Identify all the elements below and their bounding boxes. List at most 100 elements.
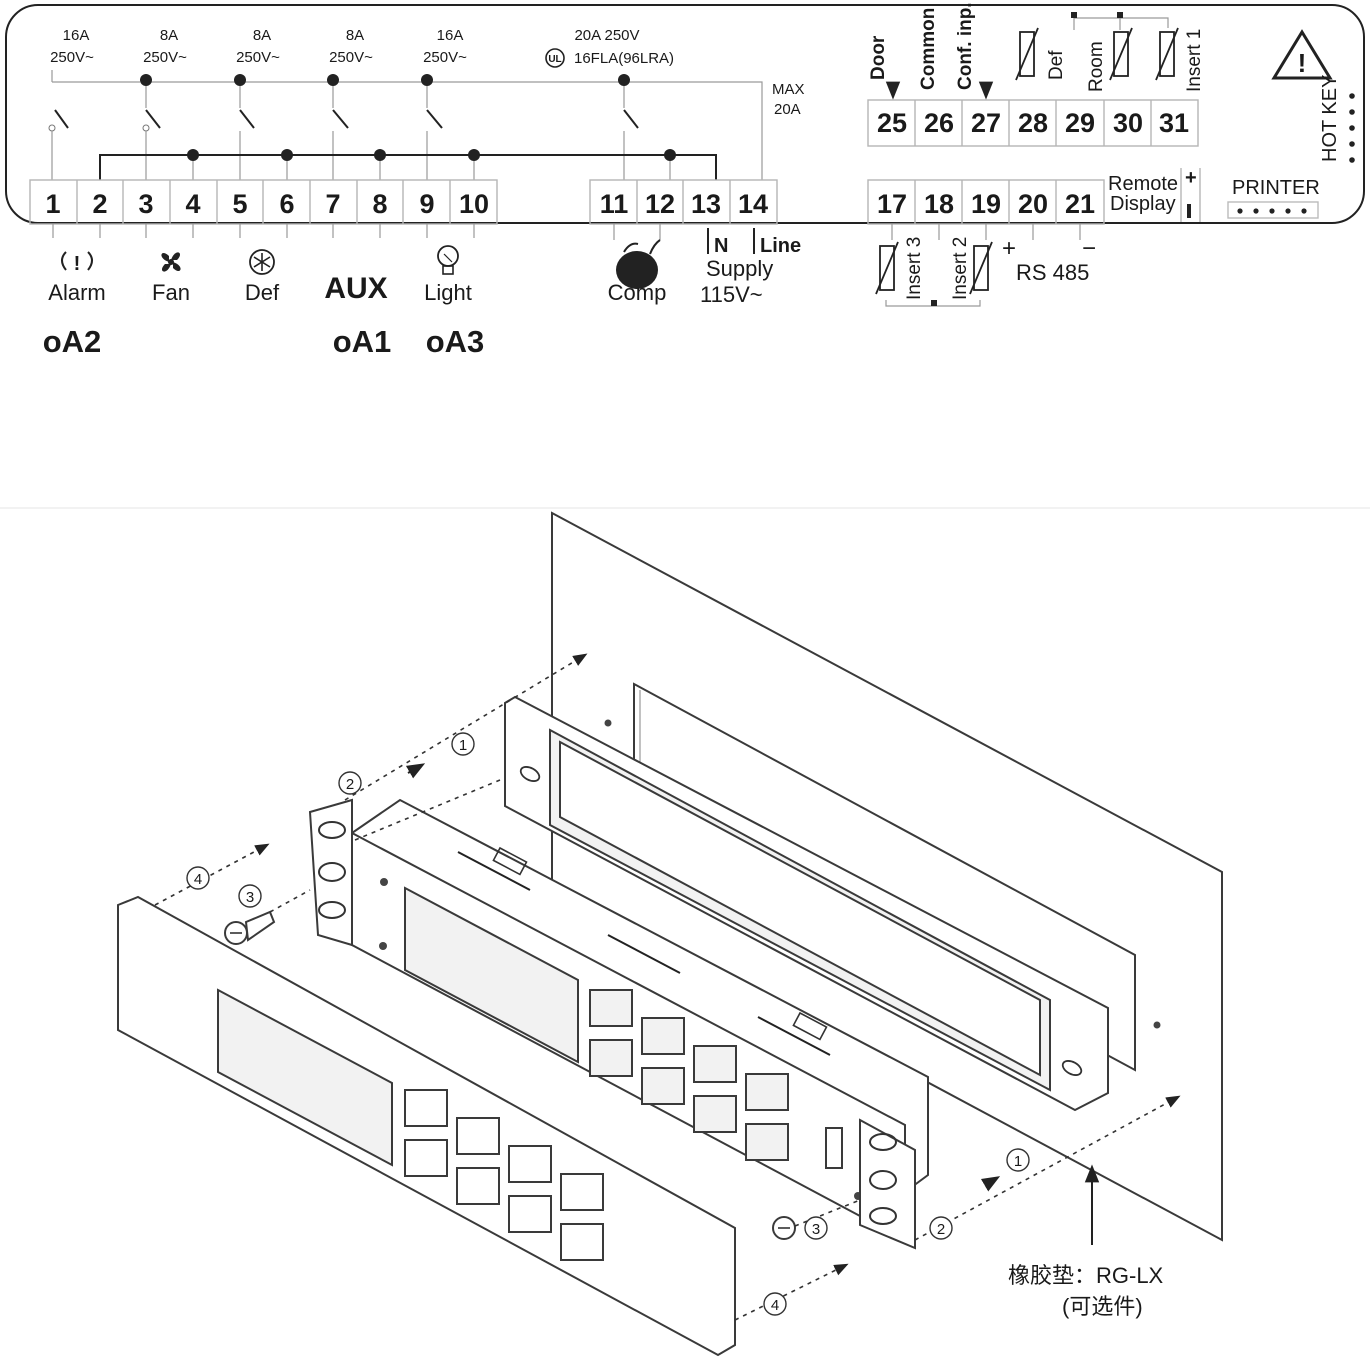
assembly-diagram: 1 2 3 4 1 2 3 xyxy=(117,511,1223,1357)
insert1-label: Insert 1 xyxy=(1184,29,1205,92)
terminal-20: 20 xyxy=(1018,189,1048,219)
svg-text:1: 1 xyxy=(1014,1153,1022,1170)
terminal-30: 30 xyxy=(1113,108,1143,138)
step-marker-1-top: 1 xyxy=(451,732,475,756)
comp-rating-line1: 20A 250V xyxy=(574,27,639,44)
step-marker-3-right: 3 xyxy=(804,1216,828,1240)
input-labels: Door Common Conf. inp. Def Room Insert 1 xyxy=(868,2,1205,100)
hot-key-label: HOT KEY xyxy=(1319,75,1341,162)
relay-contact-comp xyxy=(618,74,639,180)
screw-icon-left xyxy=(224,910,276,945)
terminal-14: 14 xyxy=(738,189,768,219)
terminal-5: 5 xyxy=(232,189,247,219)
step-marker-4-left: 4 xyxy=(186,866,210,890)
insert1-probe-icon xyxy=(1155,27,1179,81)
common-label: Common xyxy=(918,8,939,90)
relay-1-volts: 250V~ xyxy=(50,49,94,66)
room-probe-icon xyxy=(1109,27,1133,81)
light-label: Light xyxy=(424,280,472,305)
svg-text:UL: UL xyxy=(548,54,561,65)
conf-input-label: Conf. inp. xyxy=(955,2,976,90)
svg-text:!: ! xyxy=(74,253,81,275)
step-markers: 1 2 3 4 1 2 3 xyxy=(186,732,1030,1316)
svg-text:4: 4 xyxy=(771,1297,779,1314)
terminal-9: 9 xyxy=(419,189,434,219)
relay-contact-5 xyxy=(421,74,443,180)
terminal-12: 12 xyxy=(645,189,675,219)
bezel-keypad xyxy=(404,1089,604,1261)
terminal-block-17-21: 17 18 19 20 21 xyxy=(867,179,1105,225)
supply-n-label: N xyxy=(714,235,728,257)
svg-text:4: 4 xyxy=(194,871,202,888)
terminal-10: 10 xyxy=(459,189,489,219)
remote-display-plus: + xyxy=(1185,167,1197,189)
terminal-3: 3 xyxy=(138,189,153,219)
relay-1-amps: 16A xyxy=(63,27,90,44)
terminal-block-25-31: 25 26 27 28 29 30 31 xyxy=(867,99,1199,147)
terminal-29: 29 xyxy=(1065,108,1095,138)
supply-line-label: Line xyxy=(760,235,801,257)
relay-5-volts: 250V~ xyxy=(423,49,467,66)
def-input-label: Def xyxy=(1046,50,1067,80)
wiring-diagram: 16A 250V~ 8A 250V~ 8A 250V~ 8A 250V~ 16A… xyxy=(5,2,1365,359)
housing-keypad xyxy=(589,989,789,1161)
relay-ratings: 16A 250V~ 8A 250V~ 8A 250V~ 8A 250V~ 16A… xyxy=(50,27,804,118)
relay-4-volts: 250V~ xyxy=(329,49,373,66)
remote-display-line2: Display xyxy=(1110,193,1176,215)
insert3-probe-icon xyxy=(875,241,899,295)
terminal-27: 27 xyxy=(971,108,1001,138)
step-marker-4-bottom: 4 xyxy=(763,1292,787,1316)
terminal-25: 25 xyxy=(877,108,907,138)
rs485-label: RS 485 xyxy=(1016,260,1089,285)
terminal-17: 17 xyxy=(877,189,907,219)
max-label-line2: 20A xyxy=(774,101,801,118)
warning-triangle-icon: ! xyxy=(1271,29,1333,80)
step-marker-3-left: 3 xyxy=(238,884,262,908)
svg-text:1: 1 xyxy=(459,737,467,754)
relay-contact-1 xyxy=(48,109,69,180)
comp-rating-line2: 16FLA(96LRA) xyxy=(574,50,674,67)
door-label: Door xyxy=(868,35,889,80)
insert3-label: Insert 3 xyxy=(904,237,925,300)
output-code-oa1: oA1 xyxy=(333,324,392,359)
svg-text:3: 3 xyxy=(812,1221,820,1238)
comp-label: Comp xyxy=(608,280,667,305)
terminal-26: 26 xyxy=(924,108,954,138)
relay-contact-2 xyxy=(140,74,161,180)
step-marker-1-bottom: 1 xyxy=(1006,1148,1030,1172)
remote-display-minus xyxy=(1187,204,1191,218)
terminal-8: 8 xyxy=(372,189,387,219)
screw-icon-right xyxy=(772,1216,796,1240)
fan-icon xyxy=(161,252,181,272)
side-bracket-right xyxy=(859,1118,916,1250)
terminal-2: 2 xyxy=(92,189,107,219)
output-leads xyxy=(52,224,755,254)
remote-display-line1: Remote xyxy=(1108,173,1178,195)
svg-text:!: ! xyxy=(1298,48,1307,78)
terminal-21: 21 xyxy=(1065,189,1095,219)
aux-label: AUX xyxy=(324,272,387,305)
gasket-label: 橡胶垫：RG-LX xyxy=(1008,1263,1164,1288)
ul-mark-icon: UL xyxy=(545,48,565,68)
terminal-19: 19 xyxy=(971,189,1001,219)
alarm-icon: ! xyxy=(61,251,93,275)
svg-text:3: 3 xyxy=(246,889,254,906)
output-code-oa3: oA3 xyxy=(426,324,485,359)
relay-2-volts: 250V~ xyxy=(143,49,187,66)
rs485-plus: + xyxy=(1002,235,1016,262)
relay-contact-3 xyxy=(234,74,255,180)
gasket-optional-label: (可选件) xyxy=(1062,1294,1143,1319)
relay-3-volts: 250V~ xyxy=(236,49,280,66)
terminal-block-11-14: 11 12 13 14 xyxy=(589,179,778,225)
svg-text:2: 2 xyxy=(937,1221,945,1238)
step-marker-2-top: 2 xyxy=(338,771,362,795)
terminal-block-1-10: 1 2 3 4 5 6 7 8 9 10 xyxy=(29,179,498,225)
mounting-frame xyxy=(504,695,1161,1112)
output-code-oa2: oA2 xyxy=(43,324,102,359)
printer-connector xyxy=(1227,201,1319,219)
svg-text:2: 2 xyxy=(346,776,354,793)
terminal-6: 6 xyxy=(279,189,294,219)
common-bus xyxy=(99,149,717,180)
supply-label: Supply xyxy=(706,256,773,281)
